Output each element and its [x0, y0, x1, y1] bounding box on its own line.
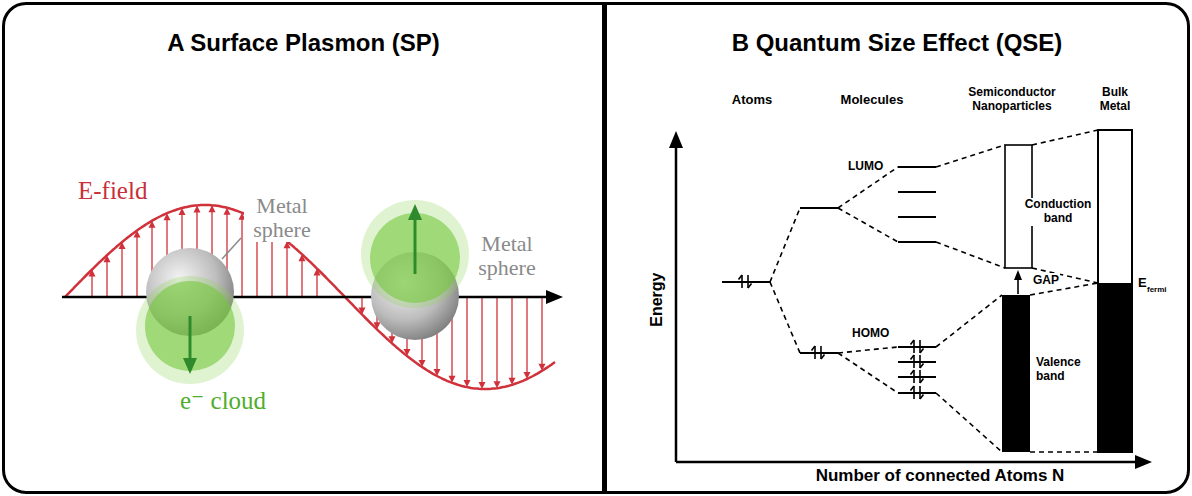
field-label: E-field	[78, 176, 147, 206]
orbital-label: LUMO	[848, 159, 883, 173]
column-header: Semiconductor Nanoparticles	[962, 86, 1062, 114]
lumo-level	[898, 241, 936, 243]
field-arrow	[136, 236, 137, 298]
lumo-level	[898, 191, 936, 193]
column-header: Atoms	[712, 92, 792, 108]
cloud-arrowhead	[408, 204, 422, 220]
propagation-axis	[62, 296, 548, 299]
part-label: Metal sphere	[470, 232, 544, 280]
gap-arrow	[1017, 278, 1019, 294]
field-arrow	[106, 260, 107, 297]
gap-label: GAP	[1032, 273, 1060, 287]
field-arrow	[91, 275, 92, 297]
lumo-level	[898, 166, 936, 168]
size-axis	[676, 461, 1136, 464]
dashed-line	[1030, 451, 1098, 453]
dashed-line	[936, 242, 1005, 268]
field-arrow	[541, 297, 542, 366]
cloud-arrow	[189, 316, 192, 360]
column-header: Molecules	[827, 92, 917, 108]
axis-arrowhead	[1135, 455, 1152, 469]
panel-title: A Surface Plasmon (SP)	[5, 29, 602, 58]
cloud-arrow	[414, 218, 417, 274]
dashed-line	[936, 145, 1005, 167]
field-arrow	[271, 235, 272, 297]
cloud-label: e⁻ cloud	[180, 386, 266, 416]
dashed-line	[770, 208, 800, 282]
spin-down-barb	[920, 395, 924, 400]
atom-level	[722, 281, 770, 283]
lumo-level	[898, 216, 936, 218]
field-arrow	[526, 297, 527, 374]
spin-up-barb	[911, 355, 915, 360]
spin-down-barb	[748, 284, 752, 289]
molecule-level	[800, 207, 838, 209]
gap-arrowhead	[1014, 270, 1022, 280]
dashed-line	[838, 347, 898, 353]
field-arrow	[481, 297, 482, 384]
homo-level	[898, 346, 936, 348]
part-label: Metal sphere	[244, 194, 320, 242]
dashed-line	[770, 282, 800, 353]
axis-label: Energy	[647, 260, 666, 340]
field-arrow	[496, 297, 497, 383]
metal-band	[1098, 130, 1132, 452]
axis-arrowhead	[546, 290, 563, 304]
spin-down-barb	[821, 355, 825, 360]
dashed-line	[1032, 130, 1098, 145]
dashed-line	[936, 393, 1002, 452]
electron-cloud-halo	[136, 276, 244, 384]
spin-down-barb	[920, 364, 924, 369]
field-arrow	[511, 297, 512, 380]
band-label: Valence band	[1036, 356, 1094, 384]
leader-line	[222, 238, 241, 259]
valence-band	[1002, 295, 1030, 452]
band-label: Conduction band	[1021, 198, 1095, 226]
fermi-symbol: E	[1138, 275, 1147, 291]
spin-up-barb	[812, 346, 816, 351]
dashed-line	[838, 167, 898, 208]
energy-axis	[675, 146, 678, 462]
spin-up-barb	[911, 386, 915, 391]
panel: B Quantum Size Effect (QSE)	[604, 2, 1190, 494]
field-arrow	[241, 218, 242, 297]
dashed-line	[838, 353, 898, 393]
spin-down-barb	[920, 379, 924, 384]
axis-label: Number of connected Atoms N	[790, 466, 1090, 486]
electron-cloud	[145, 281, 235, 371]
dashed-line	[936, 295, 1002, 347]
dashed-line	[838, 208, 898, 242]
fermi-subscript: fermi	[1147, 285, 1167, 295]
electron-cloud-halo	[361, 200, 469, 308]
field-arrow	[286, 246, 287, 297]
spin-down-barb	[920, 349, 924, 354]
dashed-correlation-lines	[770, 130, 1098, 452]
homo-level	[898, 376, 936, 378]
panel-title: B Quantum Size Effect (QSE)	[607, 29, 1187, 58]
spin-up-barb	[911, 340, 915, 345]
field-arrow	[301, 259, 302, 297]
field-arrow	[121, 247, 122, 297]
field-arrow	[466, 297, 467, 382]
energy-levels	[722, 167, 936, 393]
electron-cloud	[370, 213, 460, 303]
field-arrow	[316, 274, 317, 297]
spin-up-barb	[911, 370, 915, 375]
spin-up-barb	[739, 275, 743, 280]
cloud-arrowhead	[183, 358, 197, 374]
molecule-level	[800, 352, 838, 354]
filled-metal-band	[1098, 283, 1132, 452]
homo-level	[898, 392, 936, 394]
column-header: Bulk Metal	[1090, 86, 1140, 114]
axis-arrowhead	[669, 131, 683, 148]
orbital-label: HOMO	[852, 326, 889, 340]
homo-level	[898, 361, 936, 363]
electron-pairs	[739, 275, 924, 399]
